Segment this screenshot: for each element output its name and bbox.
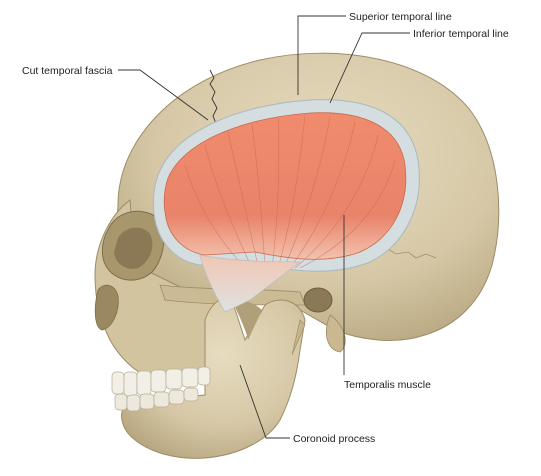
- external-acoustic-meatus: [303, 287, 333, 313]
- lower-teeth: [114, 387, 199, 412]
- temporalis-muscle: [163, 112, 407, 260]
- label-superior-temporal-line: Superior temporal line: [349, 11, 452, 23]
- leader-coronoid-process: [239, 364, 290, 439]
- leader-superior-temporal-line: [297, 15, 346, 95]
- mandibular-notch: [232, 299, 262, 340]
- orbit-depth: [114, 227, 153, 269]
- styloid-process: [291, 319, 306, 356]
- label-temporalis-muscle: Temporalis muscle: [344, 379, 431, 391]
- leader-inferior-temporal-line: [329, 32, 410, 104]
- temporalis-tendon: [199, 254, 302, 313]
- label-coronoid-process: Coronoid process: [293, 433, 375, 445]
- leader-cut-temporal-fascia: [118, 69, 209, 121]
- label-cut-temporal-fascia: Cut temporal fascia: [22, 65, 113, 77]
- muscle-fibers: [184, 114, 396, 269]
- label-inferior-temporal-line: Inferior temporal line: [413, 28, 509, 40]
- mastoid-process: [326, 314, 346, 353]
- coronal-suture: [209, 69, 218, 127]
- nasal-aperture: [94, 284, 119, 331]
- upper-teeth: [111, 366, 211, 397]
